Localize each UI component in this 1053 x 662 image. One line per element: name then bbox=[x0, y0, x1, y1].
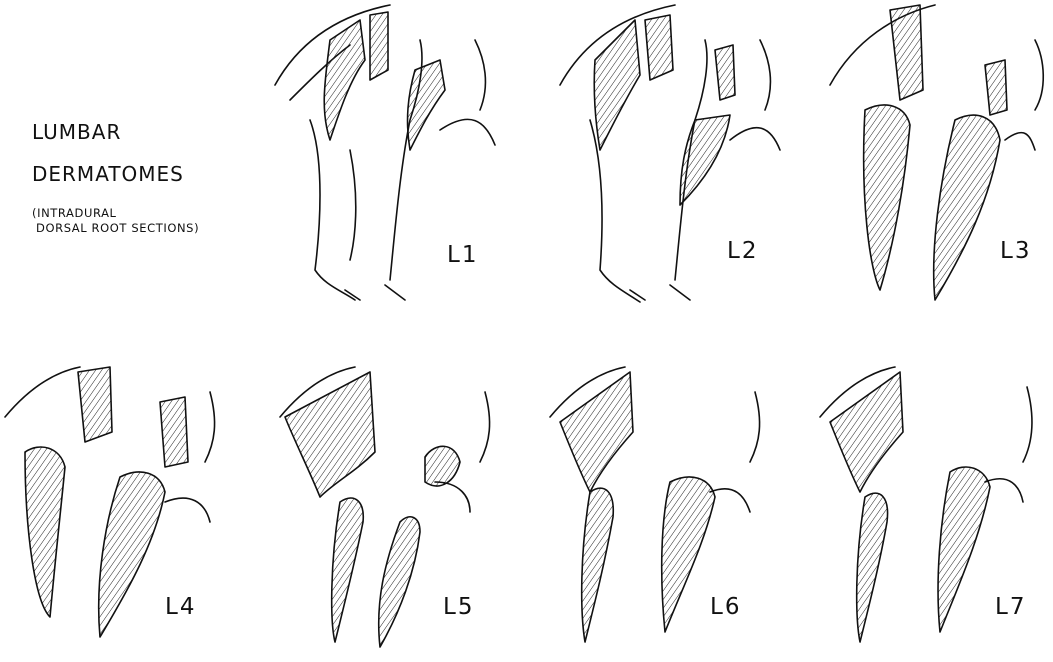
panel-label-l1: L1 bbox=[447, 242, 478, 268]
panel-label-l4: L4 bbox=[165, 594, 196, 620]
panel-label-l2: L2 bbox=[727, 238, 758, 264]
leg-diagram-l5 bbox=[275, 332, 535, 662]
panel-label-l7: L7 bbox=[995, 594, 1026, 620]
dermatome-panel-l3: L3 bbox=[825, 0, 1053, 330]
dermatome-panel-l5: L5 bbox=[275, 332, 535, 662]
dermatome-panel-l7: L7 bbox=[815, 332, 1053, 662]
dermatome-panel-l4: L4 bbox=[0, 332, 260, 662]
panel-label-l6: L6 bbox=[710, 594, 741, 620]
panel-label-l3: L3 bbox=[1000, 238, 1031, 264]
leg-diagram-l6 bbox=[545, 332, 805, 662]
dermatome-panel-l1: L1 bbox=[270, 0, 530, 330]
figure-title-block: LUMBAR DERMATOMES (INTRADURAL DORSAL ROO… bbox=[32, 122, 199, 236]
leg-diagram-l4 bbox=[0, 332, 260, 662]
figure-title-line-1: LUMBAR bbox=[32, 122, 199, 142]
figure-title-line-2: DERMATOMES bbox=[32, 164, 199, 184]
leg-diagram-l2 bbox=[555, 0, 815, 330]
dermatome-panel-l6: L6 bbox=[545, 332, 805, 662]
leg-diagram-l1 bbox=[270, 0, 530, 330]
panel-label-l5: L5 bbox=[443, 594, 474, 620]
dermatome-panel-l2: L2 bbox=[555, 0, 815, 330]
leg-diagram-l3 bbox=[825, 0, 1053, 330]
figure-subtitle-line-2: DORSAL ROOT SECTIONS) bbox=[32, 221, 199, 236]
figure-subtitle-line-1: (INTRADURAL bbox=[32, 206, 199, 221]
